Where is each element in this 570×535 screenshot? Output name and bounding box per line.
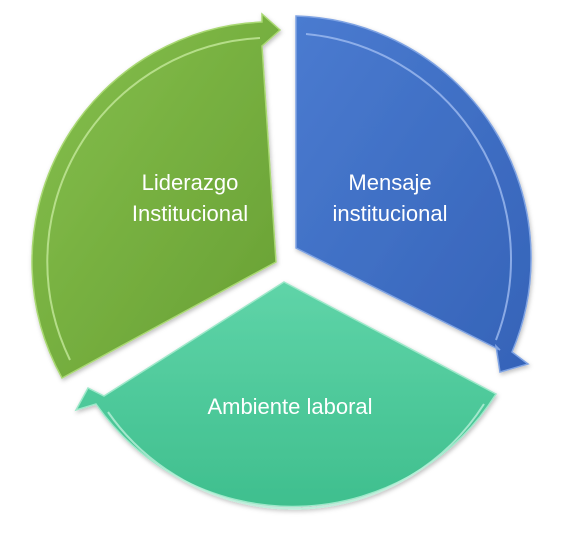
segment-ambiente: Ambiente laboral [74, 281, 498, 510]
segment-liderazgo-label-line-2: Institucional [132, 201, 248, 226]
segment-mensaje-label-line-1: Mensaje [348, 170, 431, 195]
segment-liderazgo-highlight [46, 37, 261, 361]
segment-mensaje-highlight [305, 33, 512, 341]
segment-ambiente-shape [74, 281, 498, 508]
segment-ambiente-highlight [107, 403, 485, 510]
segment-mensaje-shape [295, 15, 532, 373]
segment-mensaje-label-line-2: institucional [333, 201, 448, 226]
segment-ambiente-label: Ambiente laboral [207, 394, 372, 419]
segment-liderazgo-shape [31, 12, 282, 380]
segment-liderazgo-label-line-1: Liderazgo [142, 170, 239, 195]
segment-liderazgo: Liderazgo Institucional [31, 12, 282, 380]
segment-mensaje: Mensaje institucional [295, 15, 532, 373]
